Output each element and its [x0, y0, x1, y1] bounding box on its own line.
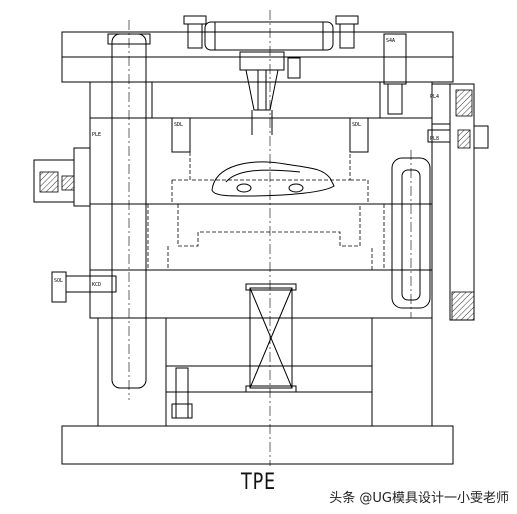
left-cavity-insert: [171, 117, 191, 153]
bottom-clamp-plate: [61, 425, 454, 465]
label-left-block: PLE: [92, 132, 101, 138]
locating-ring: [204, 21, 334, 51]
cavity-plate: [89, 117, 433, 205]
label-left-side-small: SOL: [54, 278, 63, 284]
label-left-side-note: KCD: [92, 282, 101, 288]
label-right-block-2: PL8: [430, 136, 439, 142]
left-upper-block: [89, 81, 153, 119]
core-insert-outline: [177, 204, 361, 247]
right-side-lock: [449, 83, 475, 321]
watermark-text: 头条 @UG模具设计一小雯老师: [329, 491, 509, 506]
sprue-bushing-head: [239, 51, 285, 71]
label-top-screw: S4A: [386, 38, 395, 44]
core-plate: [89, 203, 433, 271]
sprue-bushing: [245, 69, 279, 111]
ejector-pin-assembly: [175, 367, 189, 419]
left-spacer-block: [97, 317, 167, 427]
molded-part: [211, 161, 335, 197]
ejector-plate: [165, 391, 373, 427]
label-insert-right: SDL: [352, 122, 361, 128]
center-support-pillar: [249, 287, 293, 389]
drawing-caption: TPE: [241, 470, 276, 495]
right-cavity-insert: [349, 117, 369, 153]
right-spacer-block: [371, 317, 433, 427]
support-plate: [89, 269, 433, 319]
label-right-block-1: PL4: [430, 94, 439, 100]
label-insert-left: SDL: [174, 122, 183, 128]
small-top-screw: [287, 57, 301, 79]
left-small-screw: [51, 271, 67, 303]
